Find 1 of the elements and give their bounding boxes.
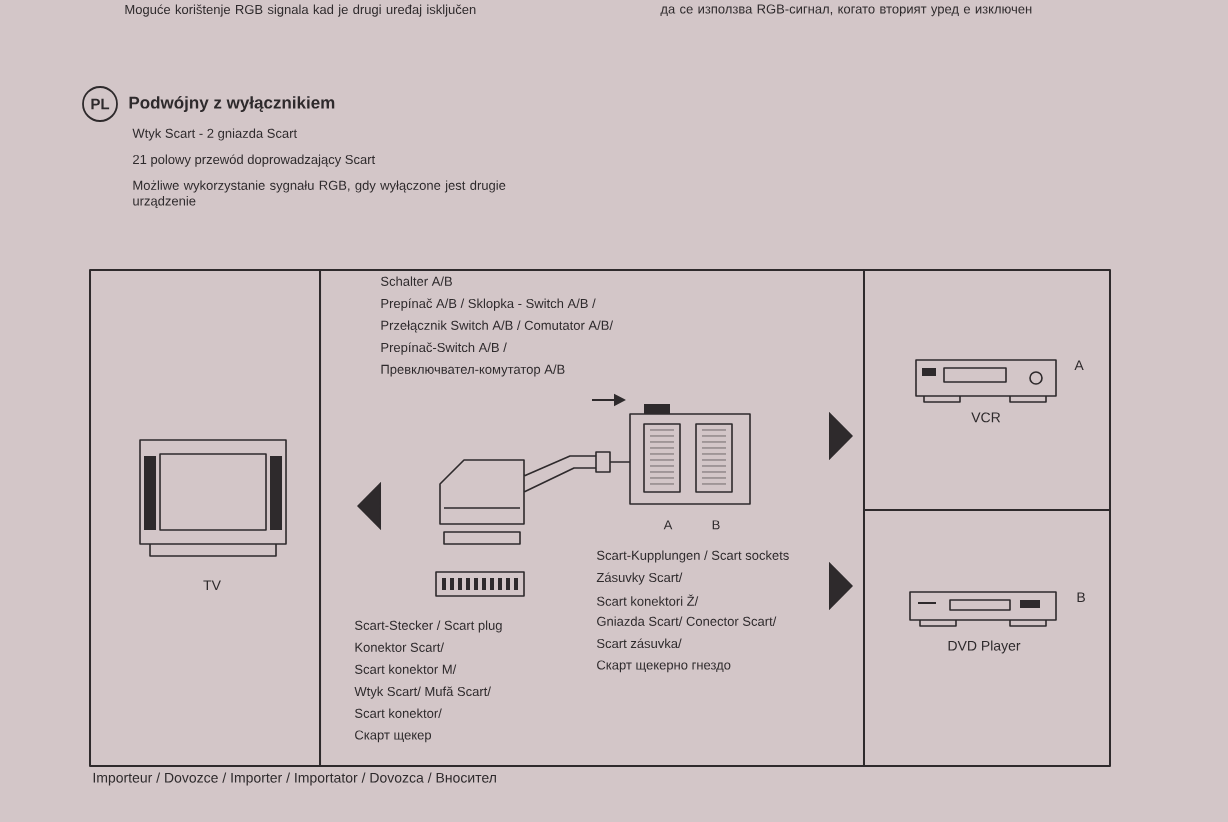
heading: Podwójny z wyłącznikiem bbox=[129, 95, 335, 112]
